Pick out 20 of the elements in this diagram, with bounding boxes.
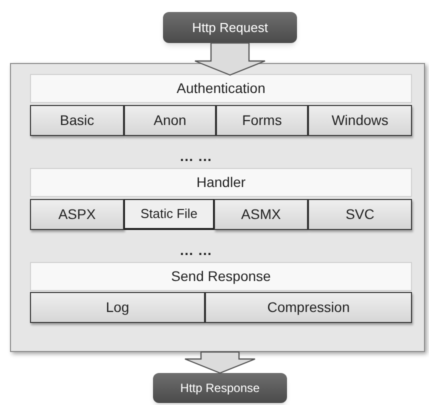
- module-cell: Windows: [308, 105, 412, 136]
- ellipsis-text: ... ...: [180, 147, 212, 166]
- request-box: Http Request: [163, 12, 297, 43]
- stage-header: Authentication: [30, 74, 412, 103]
- module-cell: ASPX: [30, 199, 124, 230]
- module-cell: Forms: [216, 105, 308, 136]
- ellipsis-text: ... ...: [180, 241, 212, 260]
- module-cell: SVC: [308, 199, 412, 230]
- block-arrow: [194, 42, 266, 76]
- request-box: Http Response: [153, 373, 287, 403]
- block-arrow: [184, 351, 256, 374]
- module-cell: Anon: [124, 105, 216, 136]
- module-cell: Compression: [205, 292, 412, 323]
- pipeline-panel: [10, 63, 425, 352]
- stage-header: Handler: [30, 168, 412, 197]
- stage-header: Send Response: [30, 262, 412, 291]
- module-cell: Log: [30, 292, 205, 323]
- module-cell: Basic: [30, 105, 124, 136]
- module-cell: ASMX: [214, 199, 308, 230]
- module-cell: Static File: [124, 199, 214, 230]
